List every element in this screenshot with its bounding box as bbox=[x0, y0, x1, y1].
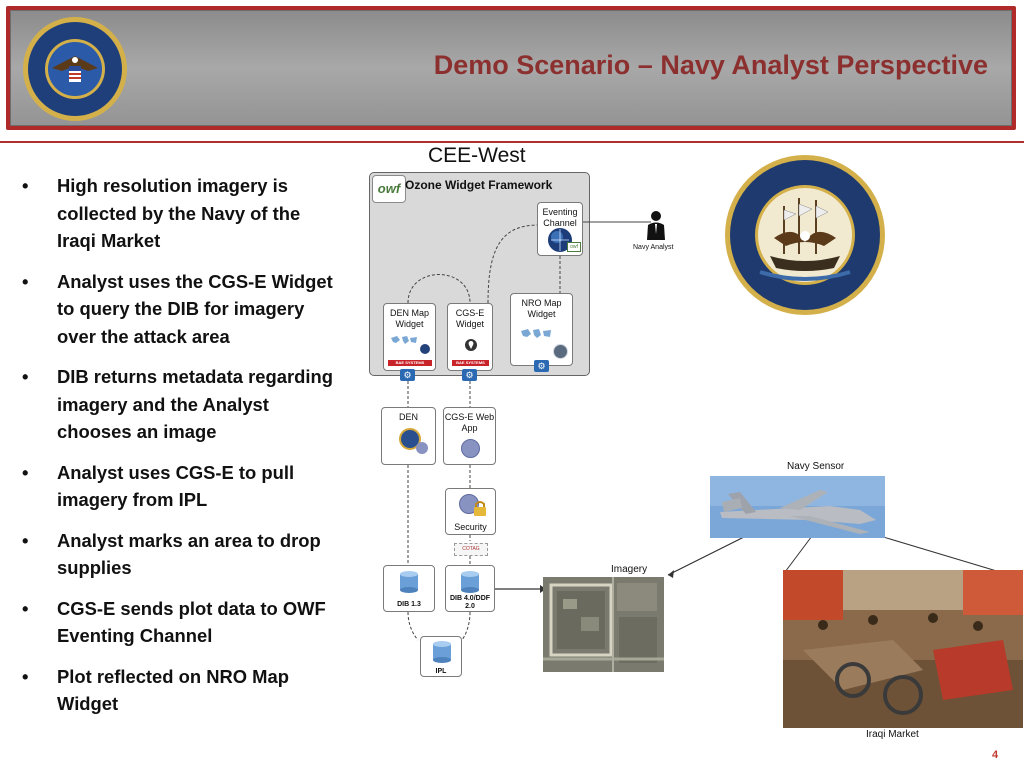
satellite-imagery-photo bbox=[543, 577, 664, 672]
settings-gear-icon[interactable]: ⚙ bbox=[534, 360, 549, 372]
bullet-item: Analyst marks an area to drop supplies bbox=[22, 527, 342, 582]
den-map-widget-label: DEN Map Widget bbox=[389, 308, 429, 329]
page-title: Demo Scenario – Navy Analyst Perspective bbox=[433, 50, 988, 80]
ipl-card[interactable]: IPL bbox=[420, 636, 462, 677]
eventing-channel-card[interactable]: Eventing Channel owf bbox=[537, 202, 583, 256]
imagery-caption: Imagery bbox=[611, 564, 648, 575]
lock-icon bbox=[474, 501, 486, 516]
ipl-label: IPL bbox=[435, 668, 447, 675]
den-seal-icon bbox=[399, 428, 421, 450]
owf-mini-icon: owf bbox=[567, 242, 581, 252]
cee-west-label: CEE-West bbox=[428, 144, 526, 167]
database-icon bbox=[461, 571, 479, 593]
settings-gear-icon[interactable]: ⚙ bbox=[462, 369, 477, 381]
drone-photo bbox=[710, 476, 885, 538]
header-banner-inner bbox=[10, 10, 1012, 126]
security-label: Security bbox=[454, 522, 487, 532]
bae-logo: BAE SYSTEMS bbox=[452, 360, 489, 366]
nro-map-widget-card[interactable]: NRO Map Widget bbox=[510, 293, 573, 366]
den-label: DEN bbox=[398, 412, 418, 422]
page-number: 4 bbox=[992, 749, 999, 761]
eventing-channel-label: Eventing Channel bbox=[542, 207, 578, 228]
iraqi-market-caption: Iraqi Market bbox=[866, 729, 919, 740]
header-banner bbox=[6, 6, 1016, 130]
cgse-web-app-label: CGS-E Web App bbox=[444, 412, 495, 433]
cgse-widget-label: CGS-E Widget bbox=[455, 308, 485, 329]
navy-analyst-label: Navy Analyst bbox=[633, 244, 674, 251]
map-pin-icon bbox=[465, 339, 477, 351]
iraqi-market-photo bbox=[783, 570, 1023, 728]
navy-analyst-icon bbox=[647, 211, 665, 240]
dib-13-label: DIB 1.3 bbox=[397, 601, 421, 608]
world-map-icon bbox=[391, 336, 417, 344]
nro-globe-icon bbox=[553, 344, 568, 359]
den-card[interactable]: DEN bbox=[381, 407, 436, 465]
dib-40-label: DIB 4.0/DDF 2.0 bbox=[449, 595, 491, 610]
globe-icon bbox=[548, 228, 572, 252]
owf-title: Ozone Widget Framework bbox=[405, 178, 553, 192]
world-map-icon bbox=[521, 329, 551, 338]
bullet-item: CGS-E sends plot data to OWF Eventing Ch… bbox=[22, 595, 342, 650]
navy-sensor-caption: Navy Sensor bbox=[787, 461, 845, 472]
bullet-item: DIB returns metadata regarding imagery a… bbox=[22, 363, 342, 446]
cgse-web-app-card[interactable]: CGS-E Web App bbox=[443, 407, 496, 465]
bullet-item: Analyst uses the CGS-E Widget to query t… bbox=[22, 268, 342, 351]
dib-13-card[interactable]: DIB 1.3 bbox=[383, 565, 435, 612]
den-map-widget-card[interactable]: DEN Map Widget BAE SYSTEMS bbox=[383, 303, 436, 371]
gear-icon bbox=[461, 439, 480, 458]
header-divider bbox=[0, 141, 1024, 143]
bullet-item: High resolution imagery is collected by … bbox=[22, 172, 342, 255]
owf-logo: owf bbox=[372, 175, 406, 203]
security-card[interactable]: Security bbox=[445, 488, 496, 535]
settings-gear-icon[interactable]: ⚙ bbox=[400, 369, 415, 381]
database-icon bbox=[433, 641, 451, 663]
dib-40-card[interactable]: DIB 4.0/DDF 2.0 bbox=[445, 565, 495, 612]
dod-seal-logo bbox=[23, 17, 127, 121]
bae-logo: BAE SYSTEMS bbox=[388, 360, 432, 366]
den-globe-icon bbox=[420, 344, 430, 354]
bullet-item: Analyst uses CGS-E to pull imagery from … bbox=[22, 459, 342, 514]
cotag-badge: COTAG bbox=[454, 543, 488, 556]
bullet-list: High resolution imagery is collected by … bbox=[22, 172, 342, 731]
cgse-widget-card[interactable]: CGS-E Widget BAE SYSTEMS bbox=[447, 303, 493, 371]
database-icon bbox=[400, 571, 418, 593]
bullet-item: Plot reflected on NRO Map Widget bbox=[22, 663, 342, 718]
gear-icon bbox=[416, 442, 428, 454]
nro-map-widget-label: NRO Map Widget bbox=[521, 298, 562, 319]
navy-seal-logo bbox=[725, 155, 885, 315]
